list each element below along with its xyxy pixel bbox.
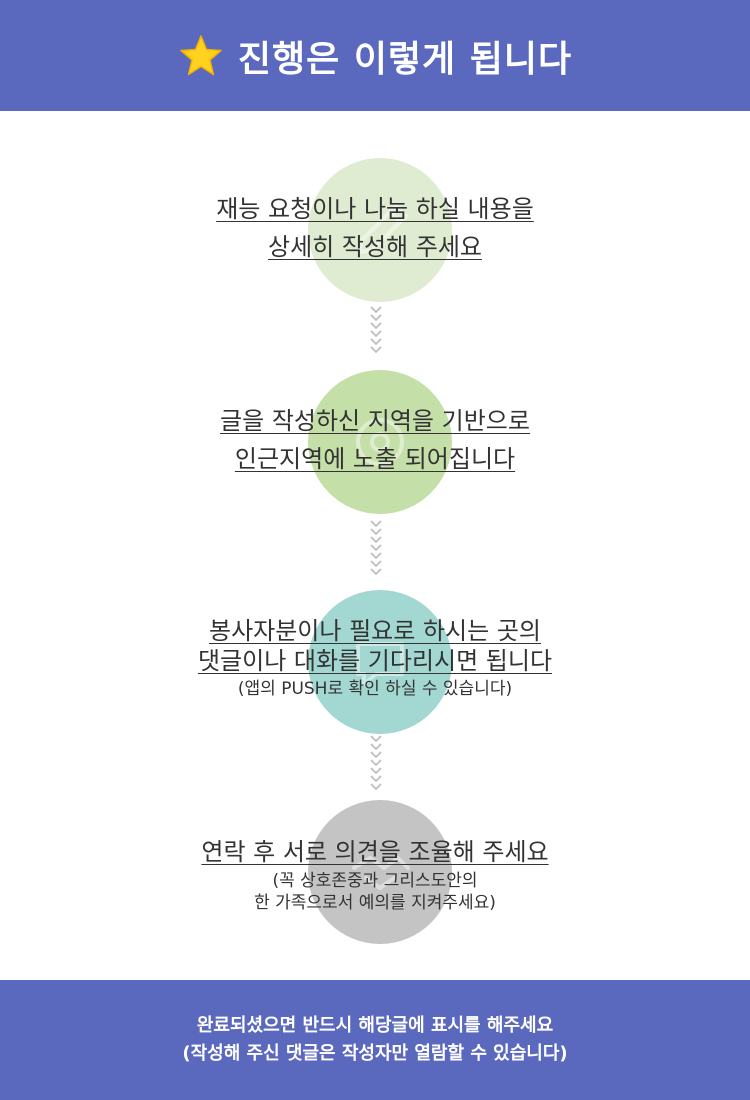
arrow-down-3	[369, 735, 383, 791]
step-3-note: (앱의 PUSH로 확인 하실 수 있습니다)	[237, 679, 513, 699]
step-2-line-1: 글을 작성하신 지역을 기반으로	[220, 407, 530, 435]
step-2-line-2: 인근지역에 노출 되어집니다	[234, 445, 516, 473]
handshake-icon	[352, 856, 410, 890]
chevron-down-icon	[370, 552, 382, 559]
step-1-text: 재능 요청이나 나눔 하실 내용을 상세히 작성해 주세요	[0, 190, 750, 266]
header-banner: 진행은 이렇게 됩니다	[0, 0, 750, 111]
step-4-note-2: 한 가족으로서 예의를 지켜주세요)	[254, 893, 496, 913]
chevron-down-icon	[370, 751, 382, 758]
step-4-circle	[308, 800, 452, 944]
footer-line-1: 완료되셨으면 반드시 해당글에 표시를 해주세요	[196, 1015, 554, 1036]
step-1-line-1: 재능 요청이나 나눔 하실 내용을	[216, 195, 534, 223]
chevron-down-icon	[370, 520, 382, 527]
page-title: 진행은 이렇게 됩니다	[237, 38, 573, 80]
step-4-note-1: (꼭 상호존중과 그리스도안의	[272, 871, 478, 891]
step-1-circle	[308, 158, 452, 302]
chevron-down-icon	[370, 544, 382, 551]
location-icon	[356, 418, 404, 466]
step-2-circle	[308, 370, 452, 514]
step-4-text: 연락 후 서로 의견을 조율해 주세요 (꼭 상호존중과 그리스도안의 한 가족…	[0, 834, 750, 914]
chat-icon	[356, 642, 404, 686]
step-4-line-1: 연락 후 서로 의견을 조율해 주세요	[201, 838, 549, 866]
footer-line-2: (작성해 주신 댓글은 작성자만 열람할 수 있습니다)	[182, 1043, 568, 1064]
step-2-text: 글을 작성하신 지역을 기반으로 인근지역에 노출 되어집니다	[0, 402, 750, 478]
chevron-down-icon	[370, 536, 382, 543]
chevron-down-icon	[370, 330, 382, 337]
step-3-circle	[308, 590, 452, 734]
chevron-down-icon	[370, 775, 382, 782]
footer-banner: 완료되셨으면 반드시 해당글에 표시를 해주세요 (작성해 주신 댓글은 작성자…	[0, 980, 750, 1100]
chevron-down-icon	[370, 767, 382, 774]
arrow-down-2	[369, 520, 383, 576]
chevron-down-icon	[370, 528, 382, 535]
chevron-down-icon	[370, 346, 382, 353]
chevron-down-icon	[370, 322, 382, 329]
chevron-down-icon	[370, 759, 382, 766]
pencil-icon	[357, 203, 409, 255]
chevron-down-icon	[370, 306, 382, 313]
step-1-line-2: 상세히 작성해 주세요	[268, 233, 482, 261]
chevron-down-icon	[370, 560, 382, 567]
arrow-down-1	[369, 306, 383, 354]
chevron-down-icon	[370, 568, 382, 575]
star-icon	[180, 34, 222, 75]
chevron-down-icon	[370, 783, 382, 790]
step-3-line-2: 댓글이나 대화를 기다리시면 됩니다	[197, 647, 553, 675]
chevron-down-icon	[370, 314, 382, 321]
step-3-line-1: 봉사자분이나 필요로 하시는 곳의	[208, 617, 541, 645]
step-3-text: 봉사자분이나 필요로 하시는 곳의 댓글이나 대화를 기다리시면 됩니다 (앱의…	[0, 616, 750, 700]
chevron-down-icon	[370, 743, 382, 750]
chevron-down-icon	[370, 338, 382, 345]
header-inner: 진행은 이렇게 됩니다	[178, 30, 572, 82]
chevron-down-icon	[370, 735, 382, 742]
